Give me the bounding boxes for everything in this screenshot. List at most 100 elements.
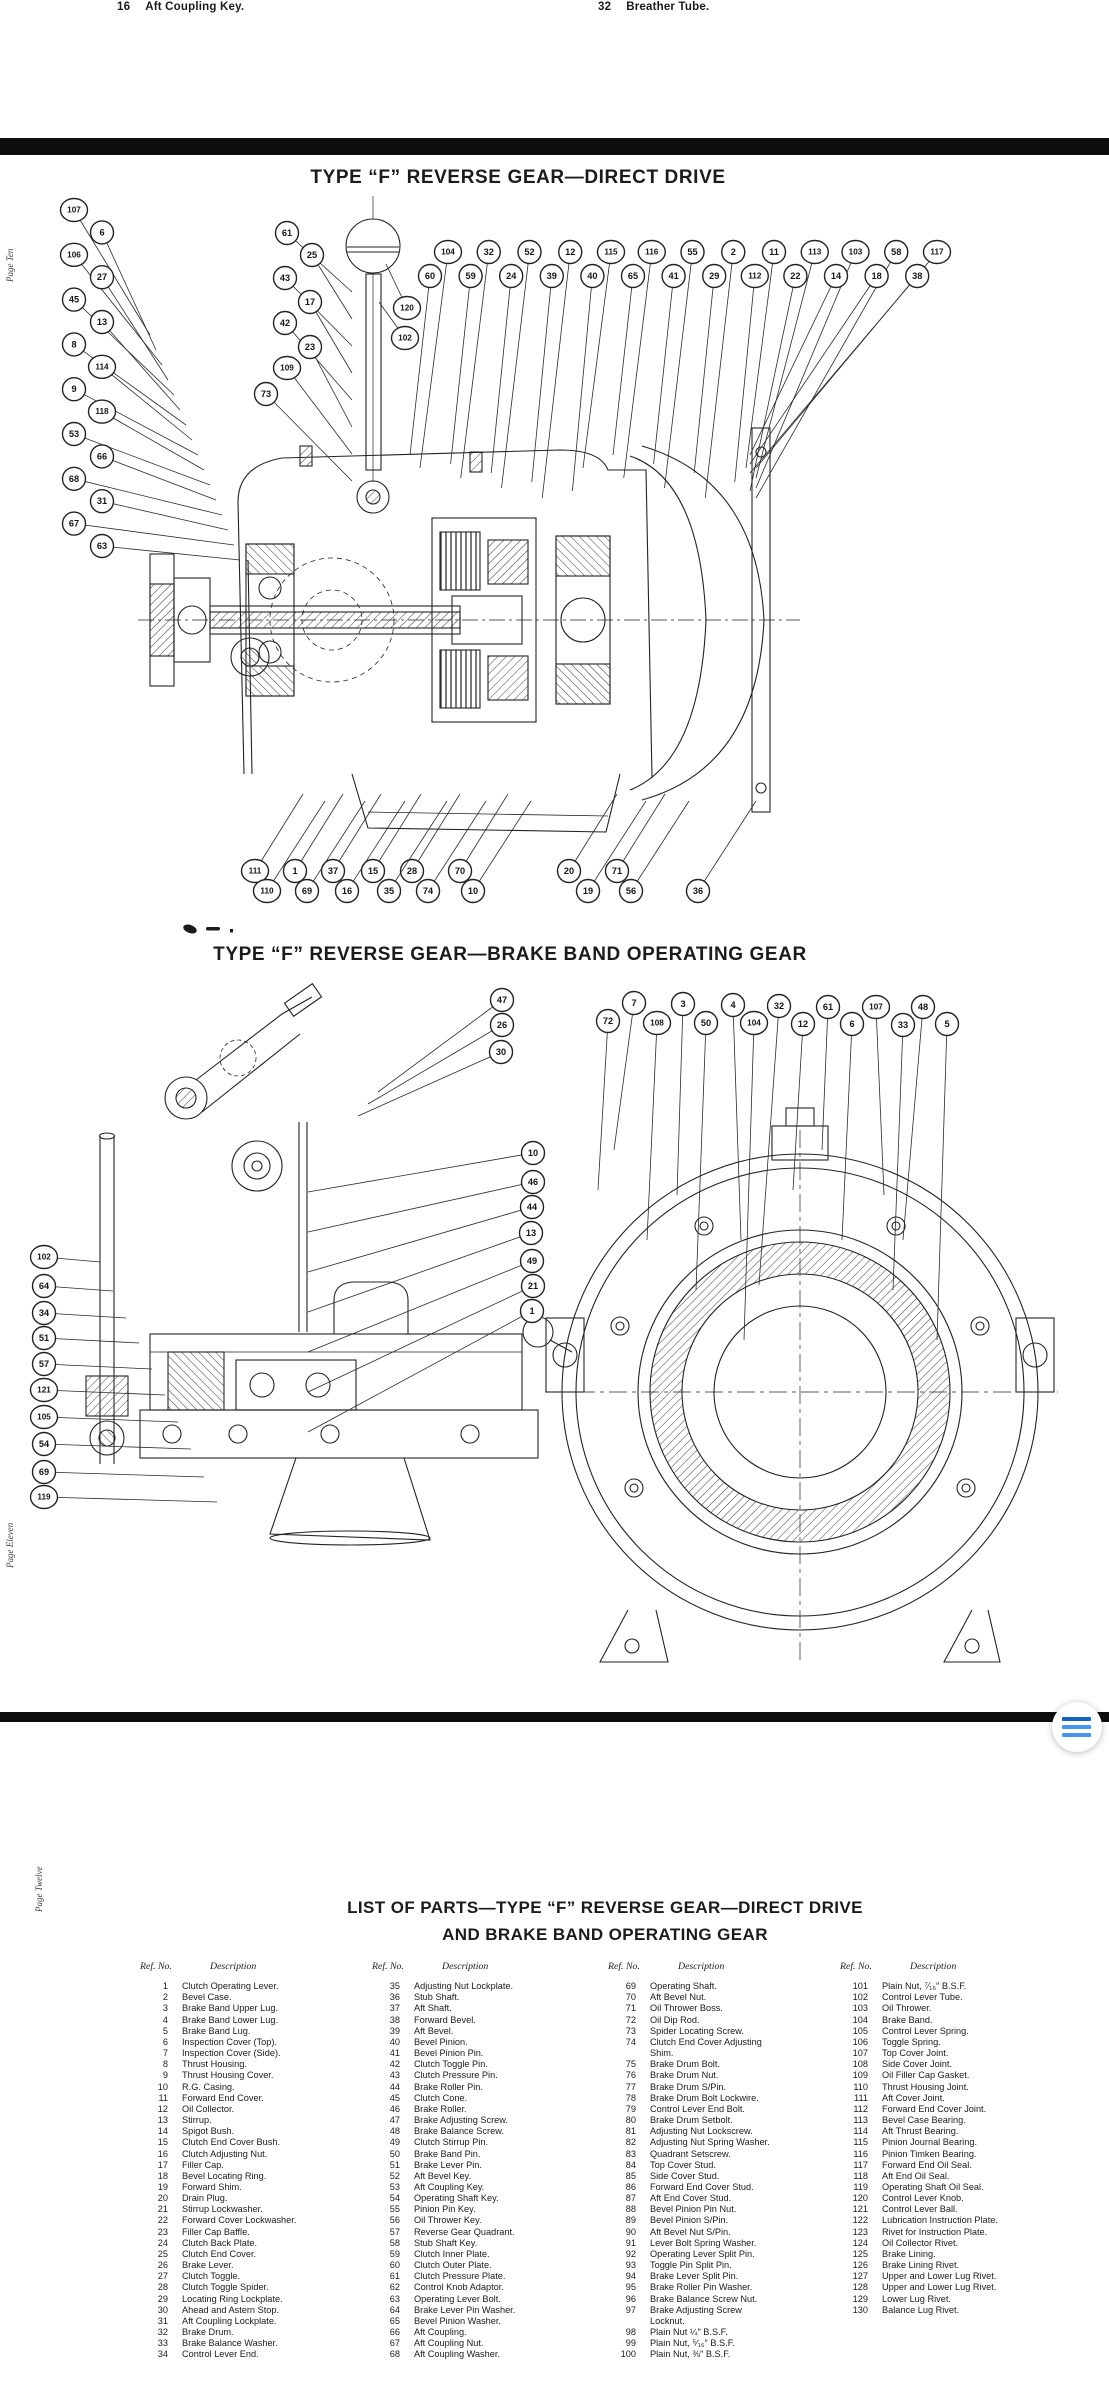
part-description: Brake Band Upper Lug. xyxy=(182,2003,279,2014)
part-ref-no: 116 xyxy=(853,2148,868,2159)
callout-118: 118 xyxy=(87,399,205,471)
callout-116: 116 xyxy=(623,239,666,479)
part-ref-no: 75 xyxy=(625,2059,636,2070)
part-row: 28 Clutch Toggle Spider. xyxy=(140,2282,370,2293)
callout-102: 102 xyxy=(378,301,420,351)
callout-104: 104 xyxy=(419,239,463,469)
callout-61: 61 xyxy=(815,994,841,1151)
part-description: Forward Shim. xyxy=(182,2181,242,2192)
part-description: Control Lever End. xyxy=(182,2349,259,2360)
part-ref-no: 46 xyxy=(389,2103,400,2114)
callout-72: 72 xyxy=(595,1008,621,1191)
part-description: Brake Lever. xyxy=(182,2260,234,2271)
part-ref-no: 1 xyxy=(162,1981,168,1992)
callout-21: 21 xyxy=(307,1273,546,1393)
part-description: Aft Coupling Key. xyxy=(414,2181,485,2192)
part-description: Brake Drum Nut. xyxy=(650,2070,719,2081)
part-ref-no: 102 xyxy=(852,1992,868,2003)
menu-fab-button[interactable] xyxy=(1052,1702,1102,1752)
part-ref-no: 72 xyxy=(625,2014,636,2025)
callout-7: 7 xyxy=(613,990,647,1151)
part-description: Brake Balance Screw Nut. xyxy=(650,2293,758,2304)
callout-107: 107 xyxy=(861,994,891,1196)
part-description: Brake Balance Screw. xyxy=(414,2126,504,2137)
part-description: Locating Ring Lockplate. xyxy=(182,2293,283,2304)
part-ref-no: 65 xyxy=(389,2315,400,2326)
part-description: Clutch Outer Plate. xyxy=(414,2260,492,2271)
part-row: 60 Clutch Outer Plate. xyxy=(372,2260,602,2271)
part-ref-no: 28 xyxy=(157,2282,168,2293)
part-description: Brake Roller Pin Washer. xyxy=(650,2282,753,2293)
svg-text:116: 116 xyxy=(645,248,659,257)
description-header: Description xyxy=(442,1961,489,1972)
part-ref-no: 90 xyxy=(625,2226,636,2237)
previous-page-part-entry: 32 Breather Tube. xyxy=(598,1,709,13)
part-ref-no: 24 xyxy=(157,2237,168,2248)
svg-text:36: 36 xyxy=(693,886,703,896)
part-description: Bevel Pinion S/Pin. xyxy=(650,2215,729,2226)
description-header: Description xyxy=(210,1961,257,1972)
part-description: Thrust Housing Cover. xyxy=(182,2070,274,2081)
callout-33: 33 xyxy=(890,1012,916,1291)
part-description: Operating Shaft Oil Seal. xyxy=(882,2181,984,2192)
part-ref-no: 18 xyxy=(157,2170,168,2181)
part-description: Drain Plug. xyxy=(182,2193,228,2204)
part-description: Oil Collector Rivet. xyxy=(882,2237,959,2248)
part-description: Clutch Toggle Spider. xyxy=(182,2282,269,2293)
part-description: Brake Band. xyxy=(882,2014,933,2025)
svg-text:17: 17 xyxy=(305,297,315,307)
part-description: Pinion Journal Bearing. xyxy=(882,2137,977,2148)
callout-51: 51 xyxy=(31,1325,140,1351)
svg-text:42: 42 xyxy=(280,318,290,328)
svg-text:109: 109 xyxy=(280,364,294,373)
callout-70: 70 xyxy=(447,793,509,884)
part-description: Filler Cap Baffle. xyxy=(182,2226,250,2237)
part-description: Quadrant Setscrew. xyxy=(650,2148,731,2159)
part-ref-no: 101 xyxy=(852,1981,868,1992)
callout-2: 2 xyxy=(704,239,746,499)
part-ref-no: 117 xyxy=(853,2159,868,2170)
part-ref-no: 60 xyxy=(389,2260,400,2271)
part-ref-no: 111 xyxy=(854,2092,868,2103)
svg-text:33: 33 xyxy=(898,1020,908,1030)
svg-text:115: 115 xyxy=(604,248,618,257)
part-description: Plain Nut, ⁵⁄₁₆″ B.S.F. xyxy=(650,2338,735,2349)
svg-text:22: 22 xyxy=(790,271,800,281)
part-description: Oil Thrower Boss. xyxy=(650,2003,723,2014)
ref-no-header: Ref. No. xyxy=(608,1961,640,1972)
part-ref-no: 122 xyxy=(852,2215,868,2226)
part-ref: 16 xyxy=(117,1,131,13)
svg-text:71: 71 xyxy=(612,866,622,876)
callout-15: 15 xyxy=(360,793,422,884)
svg-text:73: 73 xyxy=(261,389,271,399)
callout-43: 43 xyxy=(272,265,353,347)
part-description: Brake Adjusting Screw. xyxy=(414,2115,508,2126)
part-ref-no: 109 xyxy=(852,2070,868,2081)
part-ref-no: 49 xyxy=(389,2137,400,2148)
svg-text:66: 66 xyxy=(97,451,107,461)
part-ref-no: 13 xyxy=(157,2115,168,2126)
part-ref-no: 30 xyxy=(157,2304,168,2315)
part-description: Clutch End Cover Adjusting Shim. xyxy=(650,2036,762,2059)
part-ref-no: 127 xyxy=(852,2271,868,2282)
svg-text:74: 74 xyxy=(423,886,434,896)
part-ref-no: 34 xyxy=(157,2349,168,2360)
